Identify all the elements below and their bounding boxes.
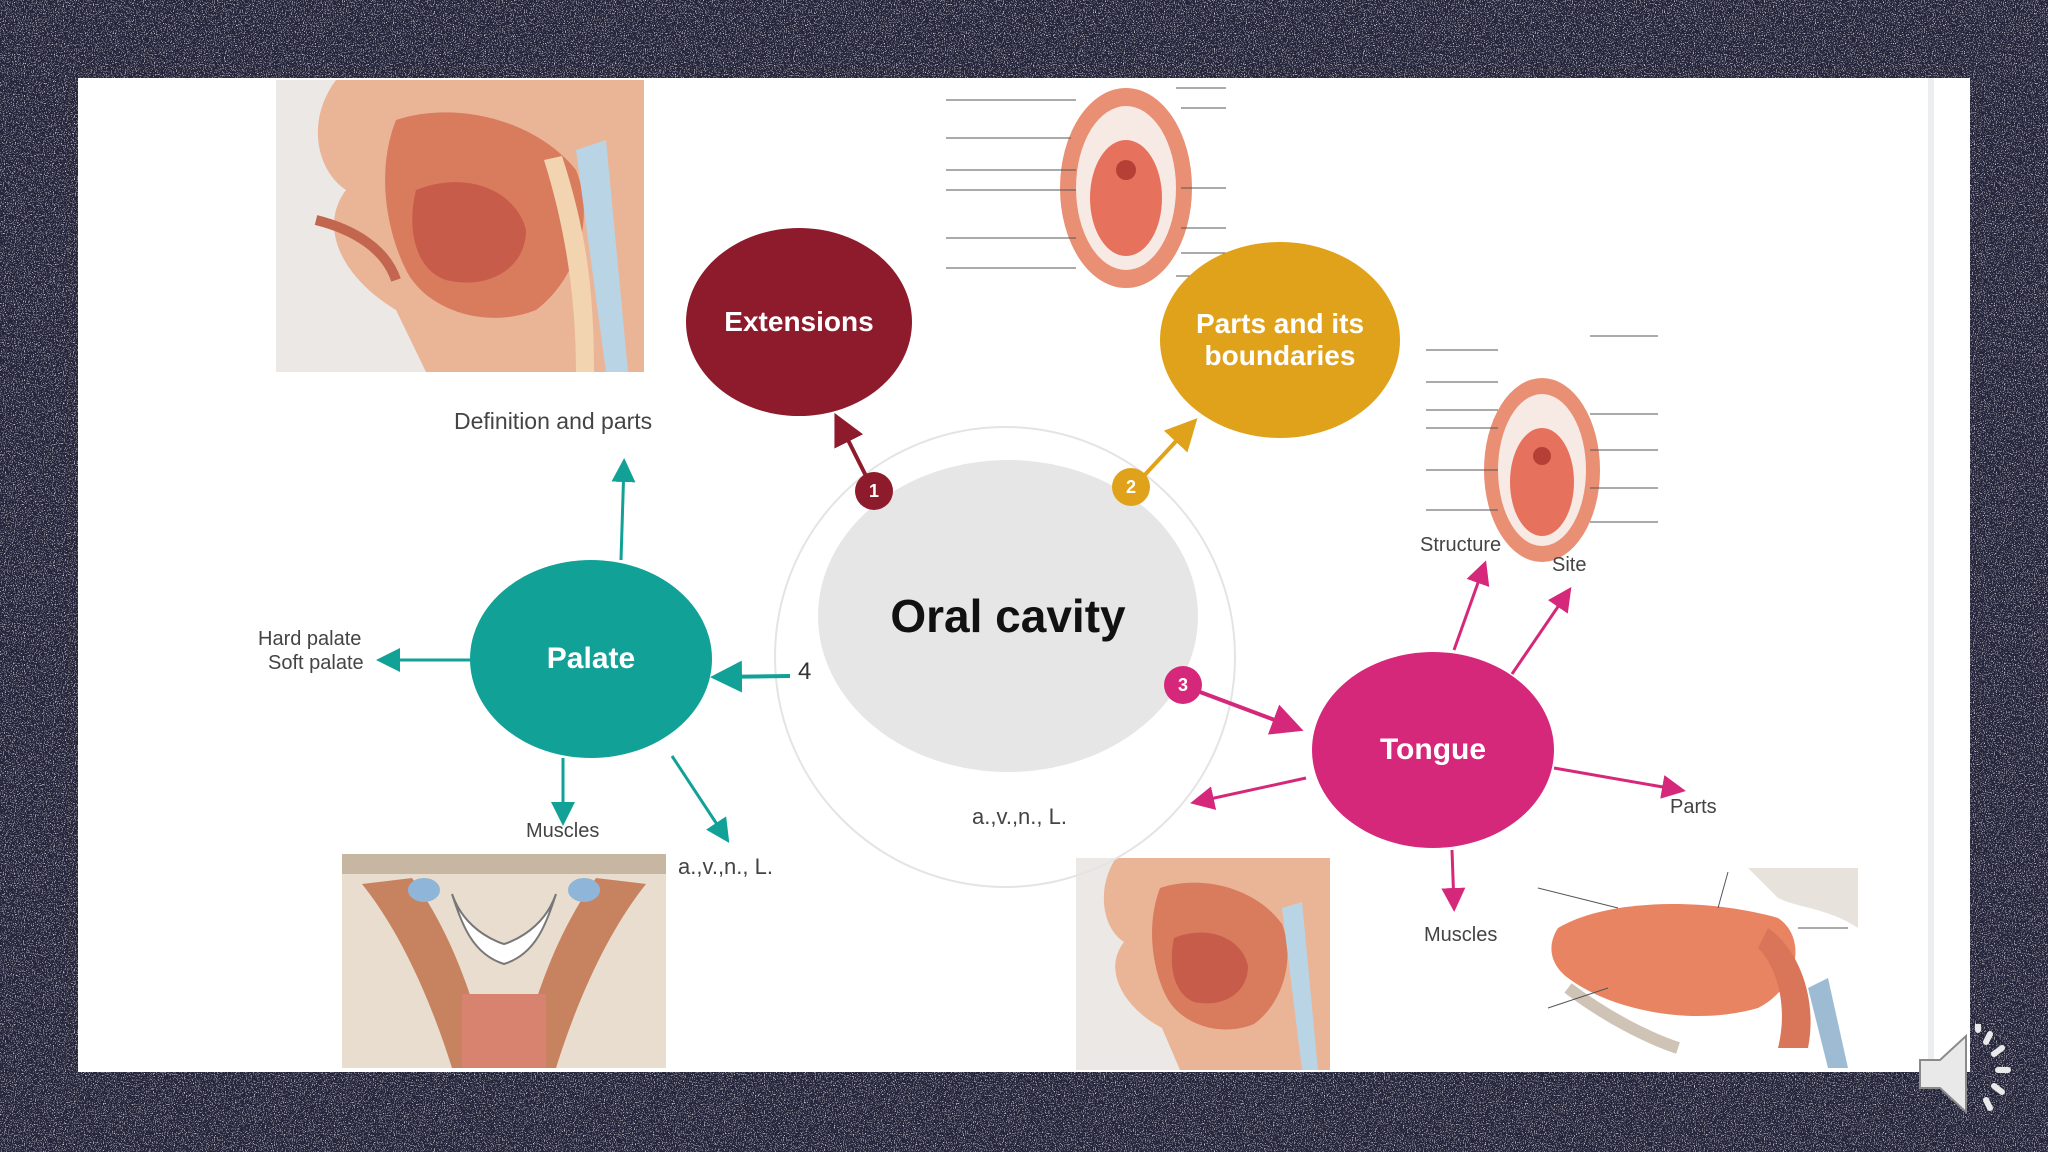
palate-label: Palate	[546, 641, 636, 675]
center-node-oral-cavity[interactable]: Oral cavity	[818, 460, 1198, 772]
palate-muscles-illustration	[342, 854, 666, 1068]
hard-palate-label: Hard palate	[258, 628, 362, 650]
head-sagittal-illustration	[276, 80, 644, 372]
head-sagittal-illustration-bottom	[1076, 858, 1330, 1070]
palate-muscles-label: Muscles	[526, 820, 600, 842]
soft-palate-label: Soft palate	[268, 652, 364, 674]
tongue-muscles-illustration	[1537, 868, 1858, 1068]
open-mouth-illustration	[926, 78, 1246, 296]
tongue-node[interactable]: Tongue	[1312, 652, 1554, 848]
parts-boundaries-label: Parts and its boundaries	[1195, 307, 1365, 371]
open-mouth-illustration-right	[1426, 335, 1658, 562]
badge-3: 3	[1164, 666, 1202, 704]
badge-1: 1	[855, 472, 893, 510]
parts-boundaries-node[interactable]: Parts and its boundaries	[1160, 242, 1400, 438]
definition-label: Definition and parts	[454, 408, 653, 434]
extensions-node[interactable]: Extensions	[686, 228, 912, 416]
center-avnl-label: a.,v.,n., L.	[972, 804, 1067, 829]
tongue-parts-label: Parts	[1670, 796, 1717, 818]
tongue-label: Tongue	[1379, 732, 1487, 766]
badge-2: 2	[1112, 468, 1150, 506]
palate-node[interactable]: Palate	[470, 560, 712, 758]
structure-label: Structure	[1420, 534, 1502, 556]
extensions-label: Extensions	[724, 305, 874, 337]
badge-4: 4	[798, 658, 812, 685]
site-label: Site	[1552, 554, 1587, 576]
center-title: Oral cavity	[890, 589, 1126, 642]
palate-avnl-label: a.,v.,n., L.	[678, 854, 773, 879]
slide: Oral cavity Extensions Parts and its bou…	[78, 78, 1970, 1072]
slide-edge	[1928, 78, 1934, 1072]
tongue-muscles-label: Muscles	[1424, 924, 1498, 946]
center-ring	[774, 426, 1236, 888]
speaker-icon[interactable]	[1916, 1024, 2016, 1124]
